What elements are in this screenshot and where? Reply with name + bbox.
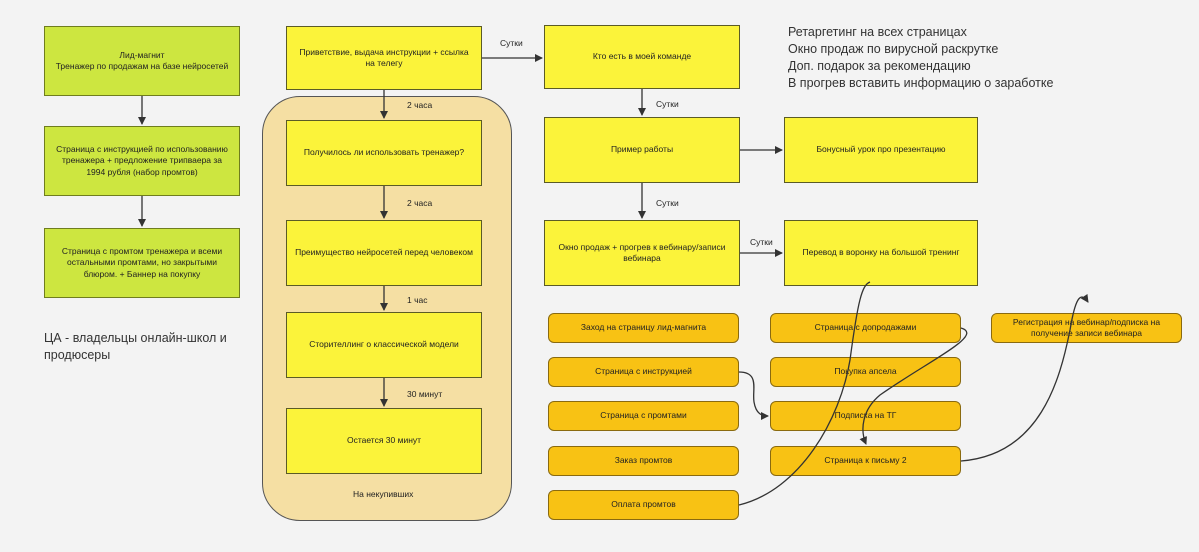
funnel-node[interactable]: Перевод в воронку на большой тренинг [784, 220, 978, 286]
non-buyers-label: На некупивших [353, 489, 414, 499]
prompt-page-node[interactable]: Страница с промтом тренажера и всеми ост… [44, 228, 240, 298]
remaining-30-node[interactable]: Остается 30 минут [286, 408, 482, 474]
page-node-webinar-registration[interactable]: Регистрация на вебинар/подписка на получ… [991, 313, 1182, 343]
curve-instructions-to-tg [738, 371, 769, 420]
bonus-node[interactable]: Бонусный урок про презентацию [784, 117, 978, 183]
delay-label-2h-b: 2 часа [407, 198, 433, 208]
example-node[interactable]: Пример работы [544, 117, 740, 183]
advantage-node[interactable]: Преимущество нейросетей перед человеком [286, 220, 482, 286]
page-node-tg-subscribe[interactable]: Подписка на ТГ [770, 401, 961, 431]
page-node-upsell-buy[interactable]: Покупка апсела [770, 357, 961, 387]
delay-label-2h-a: 2 часа [407, 100, 433, 110]
lead-magnet-node[interactable]: Лид-магнит Тренажер по продажам на базе … [44, 26, 240, 96]
delay-label-30m: 30 минут [407, 389, 443, 399]
page-node-instructions[interactable]: Страница с инструкцией [548, 357, 739, 387]
page-node-order[interactable]: Заказ промтов [548, 446, 739, 476]
delay-label-day-d: Сутки [750, 237, 773, 247]
welcome-node[interactable]: Приветствие, выдача инструкции + ссылка … [286, 26, 482, 90]
q-used-trainer-node[interactable]: Получилось ли использовать тренажер? [286, 120, 482, 186]
storytelling-node[interactable]: Сторителлинг о классической модели [286, 312, 482, 378]
delay-label-day-c: Сутки [656, 198, 679, 208]
page-node-upsell-page[interactable]: Страница с допродажами [770, 313, 961, 343]
sales-window-node[interactable]: Окно продаж + прогрев к вебинару/записи … [544, 220, 740, 286]
delay-label-day-b: Сутки [656, 99, 679, 109]
page-node-payment[interactable]: Оплата промтов [548, 490, 739, 520]
page-node-prompts[interactable]: Страница с промтами [548, 401, 739, 431]
team-node[interactable]: Кто есть в моей команде [544, 25, 740, 89]
target-audience-text: ЦА - владельцы онлайн-школ и продюсеры [44, 331, 227, 362]
page-node-lead-entry[interactable]: Заход на страницу лид-магнита [548, 313, 739, 343]
delay-label-1h: 1 час [407, 295, 428, 305]
notes-text: Ретаргетинг на всех страницах Окно прода… [788, 25, 1054, 90]
delay-label-day-a: Сутки [500, 38, 523, 48]
page-node-letter-2[interactable]: Страница к письму 2 [770, 446, 961, 476]
instructions-page-node[interactable]: Страница с инструкцией по использованию … [44, 126, 240, 196]
